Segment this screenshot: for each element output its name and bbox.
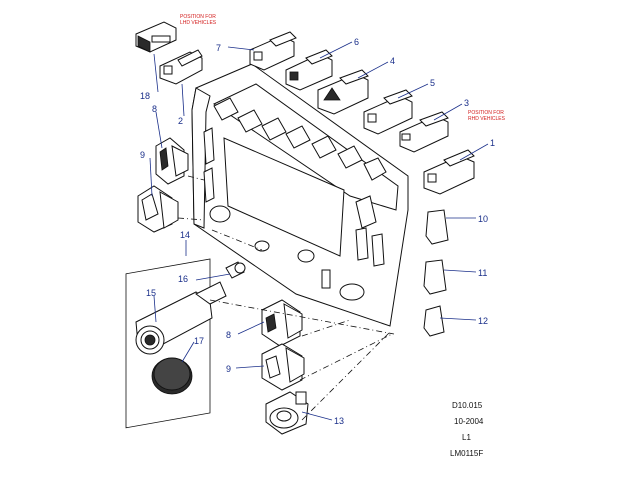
callout-14: 14 — [180, 230, 190, 240]
switch-8-lower — [261, 299, 303, 347]
callout-3: 3 — [464, 98, 469, 108]
switch-2 — [159, 49, 203, 85]
callout-11: 11 — [478, 268, 487, 278]
callout-1: 1 — [490, 138, 495, 148]
switch-7 — [249, 31, 297, 71]
switch-18 — [135, 21, 177, 53]
callout-5: 5 — [430, 78, 435, 88]
rotary-switch-13 — [265, 391, 309, 435]
switch-9-upper — [137, 185, 179, 233]
assembly-lines — [177, 175, 395, 421]
callout-8-upper: 8 — [152, 104, 157, 114]
leader-lines — [149, 41, 489, 421]
callout-13: 13 — [334, 416, 344, 426]
switch-6 — [285, 49, 333, 91]
blanking-plate-11 — [423, 259, 447, 295]
callout-10: 10 — [478, 214, 488, 224]
callout-9-upper: 9 — [140, 150, 145, 160]
switch-4-hazard — [317, 69, 369, 115]
callout-12: 12 — [478, 316, 488, 326]
ref-code: D10.015 — [452, 401, 483, 410]
callout-8-lower: 8 — [226, 330, 231, 340]
callout-15: 15 — [146, 288, 156, 298]
callout-7: 7 — [216, 43, 221, 53]
switch-9-lower — [261, 343, 305, 391]
switch-1 — [423, 149, 475, 195]
ref-date: 10-2004 — [454, 417, 484, 426]
callout-17: 17 — [194, 336, 204, 346]
note-rhd-line2: RHD VEHICLES — [468, 116, 506, 122]
ref-drawing: LM0115F — [450, 449, 483, 458]
ref-level: L1 — [462, 433, 471, 442]
callout-4: 4 — [390, 56, 395, 66]
blanking-plate-10 — [425, 209, 449, 245]
callout-2: 2 — [178, 116, 183, 126]
note-rhd-line1: POSITION FOR — [468, 110, 504, 116]
switch-panel-bezel — [191, 63, 409, 327]
callout-6: 6 — [354, 37, 359, 47]
callout-9-lower: 9 — [226, 364, 231, 374]
callout-16: 16 — [178, 274, 188, 284]
callout-numbers: 18 2 7 6 4 5 3 1 8 9 10 11 12 8 9 13 14 … — [140, 37, 495, 426]
switch-5 — [363, 89, 413, 135]
reference-block: D10.015 10-2004 L1 LM0115F — [450, 401, 484, 458]
note-lhd-line2: LHD VEHICLES — [180, 20, 217, 26]
callout-18: 18 — [140, 91, 150, 101]
switch-8-upper — [155, 137, 189, 185]
note-lhd-line1: POSITION FOR — [180, 14, 216, 20]
blanking-plate-12 — [423, 305, 445, 337]
position-notes: POSITION FOR LHD VEHICLES POSITION FOR R… — [180, 14, 506, 122]
switch-3 — [399, 111, 449, 153]
cigar-lighter-assembly — [125, 258, 246, 429]
